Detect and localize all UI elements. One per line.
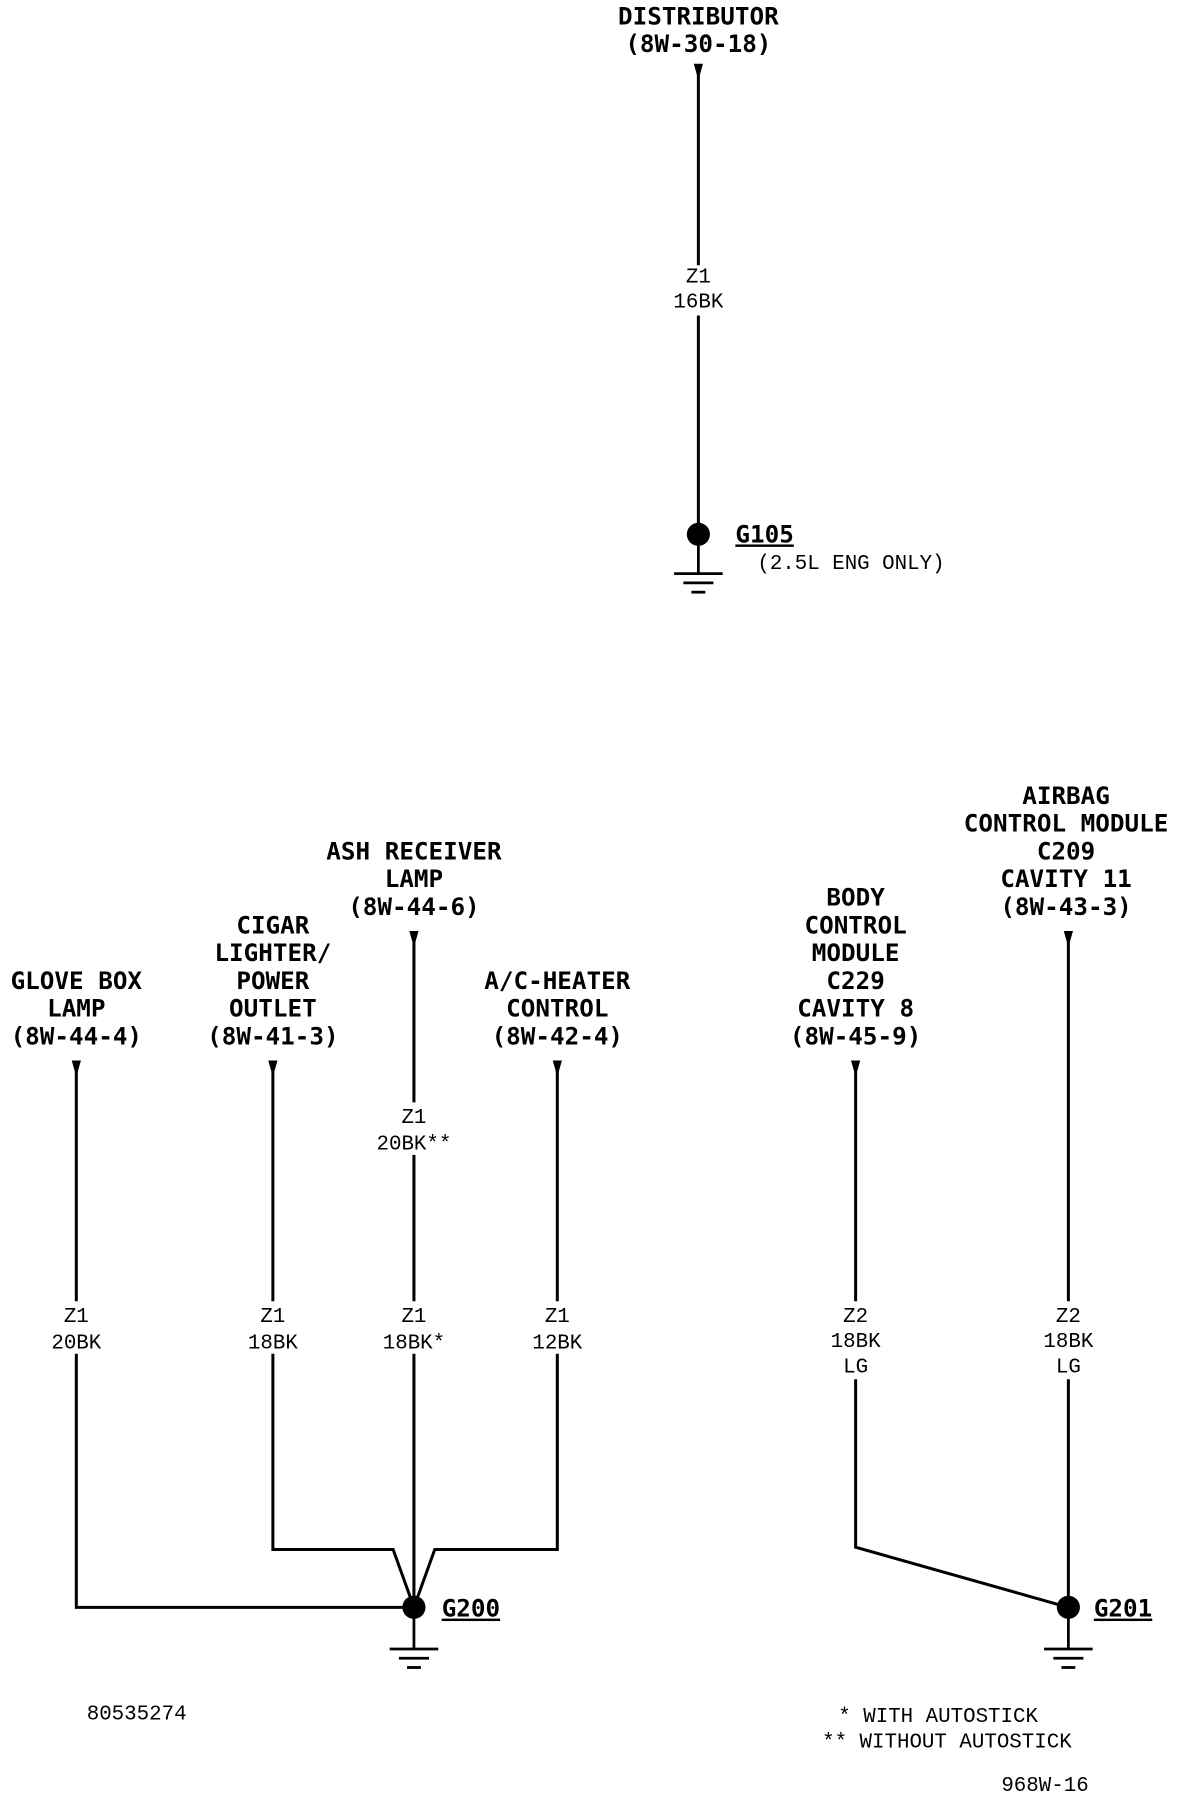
body-control-module-wire: [854, 1067, 1071, 1610]
wire-circuit: Z2: [843, 1306, 868, 1329]
distributor-component-label: DISTRIBUTOR (8W-30-18): [618, 1, 779, 58]
connector-cavity: CAVITY 8: [797, 994, 914, 1023]
body-control-module-label: BODY CONTROL MODULE C229 CAVITY 8 (8W-45…: [790, 883, 921, 1051]
component-name-line: A/C-HEATER: [484, 966, 630, 995]
ac-heater-control-label: A/C-HEATER CONTROL (8W-42-4): [484, 966, 630, 1050]
glove-box-lamp-wire: [74, 1067, 416, 1609]
component-name-line: POWER: [236, 966, 309, 995]
wire-tracer-color: LG: [1056, 1357, 1081, 1380]
cigar-lighter-wire: [271, 1067, 416, 1610]
wire-gauge-color: 18BK: [1043, 1331, 1093, 1354]
ground-label-g201: G201: [1094, 1594, 1152, 1623]
component-reference: (8W-41-3): [207, 1021, 338, 1050]
ac-heater-control-wire: [412, 1067, 559, 1610]
component-name-line: ASH RECEIVER: [326, 836, 502, 865]
wire-circuit: Z1: [686, 266, 711, 289]
component-name-line: LAMP: [47, 994, 105, 1023]
wire-gauge-color: 20BK**: [376, 1133, 451, 1156]
wire-gauge-color: 16BK: [673, 292, 723, 315]
wire-circuit: Z1: [64, 1306, 89, 1329]
wire-tracer-color: LG: [843, 1357, 868, 1380]
component-name-line: AIRBAG: [1022, 781, 1110, 810]
wire-circuit: Z1: [401, 1107, 426, 1130]
wire-segment: [412, 1353, 559, 1610]
cigar-lighter-wire-label: Z1 18BK: [248, 1306, 298, 1356]
component-name-line: LIGHTER/: [214, 938, 331, 967]
wire-gauge-color: 20BK: [51, 1332, 101, 1355]
cigar-lighter-power-outlet-label: CIGAR LIGHTER/ POWER OUTLET (8W-41-3): [207, 910, 338, 1050]
component-reference: (8W-42-4): [492, 1021, 623, 1050]
component-name-line: DISTRIBUTOR: [618, 1, 779, 30]
wire-gauge-color: 18BK*: [383, 1332, 445, 1355]
component-name-line: LAMP: [385, 864, 443, 893]
component-name-line: BODY: [826, 883, 885, 912]
figure-code: 968W-16: [1001, 1775, 1088, 1796]
wire-segment: [74, 1353, 416, 1609]
component-name-line: CONTROL: [506, 994, 608, 1023]
ground-label-g105: G105: [735, 519, 793, 548]
ground-symbol-icon: [1044, 1607, 1093, 1669]
component-name-line: CONTROL MODULE: [964, 809, 1169, 838]
component-name-line: MODULE: [812, 938, 900, 967]
ash-receiver-lower-wire-label: Z1 18BK*: [383, 1306, 445, 1356]
glove-box-lamp-label: GLOVE BOX LAMP (8W-44-4): [11, 966, 143, 1050]
ground-symbol-icon: [389, 1607, 439, 1669]
airbag-control-module-label: AIRBAG CONTROL MODULE C209 CAVITY 11 (8W…: [964, 781, 1169, 921]
ground-label-g200: G200: [442, 1594, 500, 1623]
wire-segment: [854, 1379, 1071, 1610]
component-name-line: CONTROL: [804, 910, 906, 939]
wire-circuit: Z1: [545, 1306, 570, 1329]
connector-id: C229: [826, 966, 884, 995]
wire-circuit: Z1: [260, 1306, 285, 1329]
airbag-control-module-wire-label: Z2 18BK LG: [1043, 1306, 1093, 1380]
footnote: ** WITHOUT AUTOSTICK: [822, 1731, 1072, 1754]
connector-id: C209: [1037, 836, 1095, 865]
component-reference: (8W-44-4): [11, 1021, 142, 1050]
component-reference: (8W-30-18): [625, 29, 771, 58]
distributor-wire-label: Z1 16BK: [673, 266, 723, 314]
body-control-module-wire-label: Z2 18BK LG: [831, 1306, 881, 1380]
wire-circuit: Z1: [401, 1306, 426, 1329]
ash-receiver-upper-wire-label: Z1 20BK**: [376, 1107, 451, 1157]
drawing-code: 80535274: [87, 1704, 187, 1727]
component-reference: (8W-45-9): [790, 1021, 921, 1050]
wire-gauge-color: 12BK: [532, 1332, 582, 1355]
ac-heater-control-wire-label: Z1 12BK: [532, 1306, 582, 1356]
component-reference: (8W-44-6): [348, 892, 479, 921]
wire-segment: [271, 1353, 416, 1610]
component-name-line: CIGAR: [236, 910, 309, 939]
wire-gauge-color: 18BK: [831, 1331, 881, 1354]
connector-cavity: CAVITY 11: [1000, 864, 1131, 893]
ash-receiver-lamp-label: ASH RECEIVER LAMP (8W-44-6): [326, 836, 502, 920]
component-name-line: OUTLET: [229, 994, 317, 1023]
ground-symbol-icon: [674, 534, 723, 594]
footnote: * WITH AUTOSTICK: [838, 1706, 1038, 1729]
ground-note: (2.5L ENG ONLY): [757, 553, 944, 576]
wire-circuit: Z2: [1056, 1306, 1081, 1329]
component-name-line: GLOVE BOX: [11, 966, 143, 995]
glove-box-lamp-wire-label: Z1 20BK: [51, 1306, 101, 1356]
component-reference: (8W-43-3): [1000, 892, 1131, 921]
wire-gauge-color: 18BK: [248, 1332, 298, 1355]
